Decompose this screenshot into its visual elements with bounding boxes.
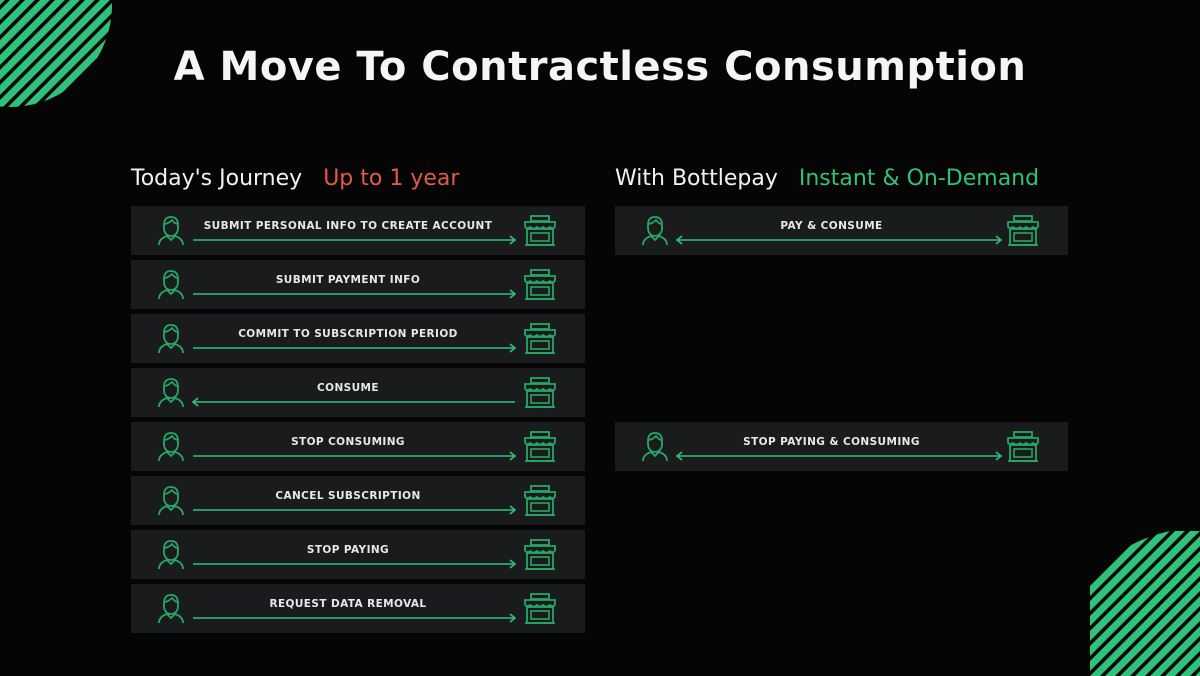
person-icon: [158, 540, 184, 570]
bottlepay-duration: Instant & On-Demand: [798, 166, 1040, 191]
slide-title: A Move To Contractless Consumption: [173, 44, 1027, 90]
storefront-icon: [1007, 215, 1039, 246]
person-icon: [158, 594, 184, 624]
person-icon: [158, 270, 184, 300]
journey-step: CONSUME: [131, 368, 585, 417]
storefront-icon: [524, 485, 556, 516]
striped-decoration-top-left: [0, 0, 112, 107]
storefront-icon: [524, 593, 556, 624]
person-icon: [158, 324, 184, 354]
arrow-icon: [675, 235, 1003, 245]
bottlepay-label: With Bottlepay: [615, 166, 778, 191]
todays-journey-duration: Up to 1 year: [323, 166, 460, 191]
journey-step-label: COMMIT TO SUBSCRIPTION PERIOD: [238, 328, 458, 340]
arrow-icon: [675, 451, 1003, 461]
arrow-icon: [193, 289, 517, 299]
storefront-icon: [524, 377, 556, 408]
journey-step: REQUEST DATA REMOVAL: [131, 584, 585, 633]
journey-step-label: STOP PAYING: [306, 544, 390, 556]
journey-step-label: SUBMIT PAYMENT INFO: [275, 274, 421, 286]
bottlepay-heading: With Bottlepay Instant & On-Demand: [615, 166, 1039, 196]
arrow-icon: [193, 235, 517, 245]
journey-step-label: CONSUME: [317, 382, 379, 394]
journey-step: STOP PAYING: [131, 530, 585, 579]
arrow-icon: [193, 559, 517, 569]
arrow-icon: [191, 397, 515, 407]
todays-journey-label: Today's Journey: [131, 166, 303, 191]
journey-step-label: REQUEST DATA REMOVAL: [269, 598, 427, 610]
arrow-icon: [193, 343, 517, 353]
striped-decoration-bottom-right: [1090, 531, 1200, 676]
person-icon: [642, 216, 668, 246]
storefront-icon: [524, 269, 556, 300]
person-icon: [158, 432, 184, 462]
journey-step-label: CANCEL SUBSCRIPTION: [275, 490, 421, 502]
arrow-icon: [193, 613, 517, 623]
journey-step: STOP CONSUMING: [131, 422, 585, 471]
arrow-icon: [193, 451, 517, 461]
todays-journey-heading: Today's Journey Up to 1 year: [131, 166, 459, 196]
journey-step: SUBMIT PAYMENT INFO: [131, 260, 585, 309]
journey-step: SUBMIT PERSONAL INFO TO CREATE ACCOUNT: [131, 206, 585, 255]
journey-step-label: STOP CONSUMING: [291, 436, 405, 448]
journey-step-label: SUBMIT PERSONAL INFO TO CREATE ACCOUNT: [203, 220, 493, 232]
journey-step: STOP PAYING & CONSUMING: [615, 422, 1068, 471]
storefront-icon: [524, 323, 556, 354]
journey-step-label: STOP PAYING & CONSUMING: [743, 436, 920, 448]
journey-step-label: PAY & CONSUME: [780, 220, 883, 232]
journey-step: CANCEL SUBSCRIPTION: [131, 476, 585, 525]
journey-step: COMMIT TO SUBSCRIPTION PERIOD: [131, 314, 585, 363]
storefront-icon: [524, 431, 556, 462]
storefront-icon: [524, 215, 556, 246]
person-icon: [158, 486, 184, 516]
journey-step: PAY & CONSUME: [615, 206, 1068, 255]
person-icon: [158, 216, 184, 246]
arrow-icon: [193, 505, 517, 515]
storefront-icon: [1007, 431, 1039, 462]
person-icon: [158, 378, 184, 408]
person-icon: [642, 432, 668, 462]
storefront-icon: [524, 539, 556, 570]
